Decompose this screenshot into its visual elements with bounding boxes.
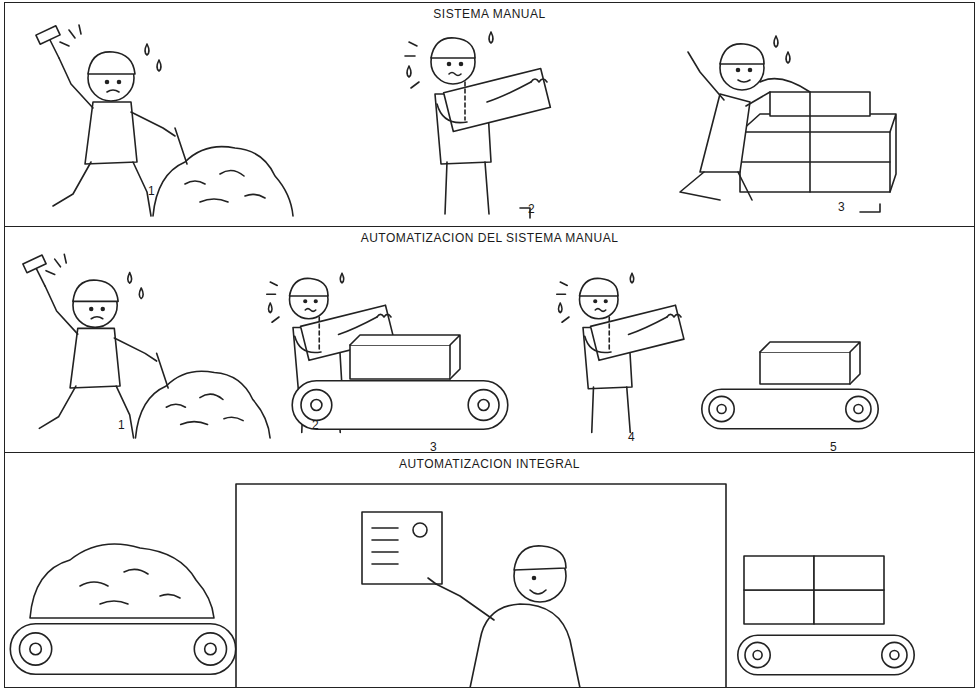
callout-number: 3 [838,200,845,214]
callout-number: 3 [430,440,437,454]
band-title: SISTEMA MANUAL [5,7,974,21]
worker-hammering [36,25,293,216]
rubble-lines [80,569,180,604]
operator-smile [530,590,546,594]
operator-body [470,604,580,688]
operator-eye [533,577,536,580]
callout-number: 1 [148,184,155,198]
operator-arm [436,584,494,620]
box-on-belt [760,352,850,384]
conveyor-belt [702,389,878,429]
worker-tying [680,36,896,200]
conveyor-belt [738,635,914,675]
finished-box [744,556,814,590]
callout-number: 4 [628,430,635,444]
conveyor-belt [10,624,235,675]
raw-material-pile [30,544,214,618]
worker-carrying [557,273,684,432]
callout-number: 5 [830,440,837,454]
operator-cap [514,546,566,570]
diagram-band: AUTOMATIZACION DEL SISTEMA MANUAL [4,226,975,453]
band-title: AUTOMATIZACION DEL SISTEMA MANUAL [5,231,974,245]
box-edge [760,342,860,384]
control-panel [362,512,442,584]
floor-bracket [860,204,880,212]
control-room [236,484,726,688]
box-edge [350,335,460,379]
finished-box [814,590,884,624]
callout-number: 2 [528,202,535,216]
box-on-belt [350,345,450,379]
panel-lines [372,528,398,564]
finished-box [814,556,884,590]
band-title: AUTOMATIZACION INTEGRAL [5,457,974,471]
diagram-band: AUTOMATIZACION INTEGRAL [4,452,975,688]
conveyor-belt [292,381,508,429]
panel-button [413,523,427,537]
operator-finger [428,578,436,584]
finished-box [744,590,814,624]
worker-carrying [405,32,550,214]
callout-number: 1 [118,418,125,432]
callout-number: 2 [312,418,319,432]
worker-hammering [23,254,270,438]
